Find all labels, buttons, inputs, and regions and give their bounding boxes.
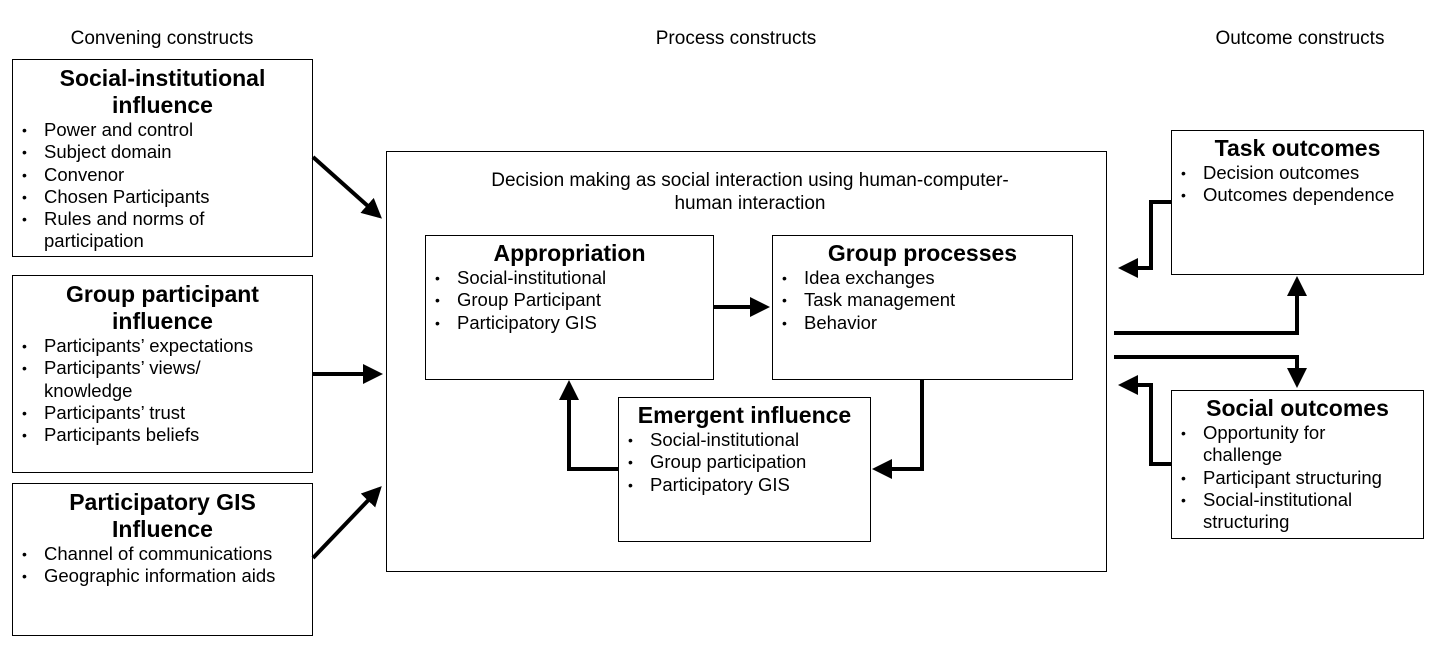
group-processes-list: Idea exchanges Task management Behavior	[773, 267, 1072, 334]
group-participant-influence-list: Participants’ expectations Participants’…	[13, 335, 312, 447]
list-item: Group Participant	[426, 289, 713, 312]
list-item: Channel of communications	[13, 543, 312, 566]
list-item: Outcomes dependence	[1172, 184, 1423, 207]
list-item: Participants beliefs	[13, 424, 312, 447]
list-item: Participatory GIS	[619, 474, 870, 497]
process-box-title: Decision making as social interaction us…	[491, 170, 1009, 214]
list-item: Rules and norms of participation	[13, 208, 234, 253]
social-institutional-influence-box: Social-institutional influence Power and…	[12, 59, 313, 257]
participatory-gis-influence-box: Participatory GIS Influence Channel of c…	[12, 483, 313, 636]
list-item: Opportunity for challenge	[1172, 422, 1353, 467]
list-item: Task management	[773, 289, 1072, 312]
list-item: Participants’ expectations	[13, 335, 312, 358]
task-outcomes-box: Task outcomes Decision outcomes Outcomes…	[1171, 130, 1424, 275]
process-constructs-heading: Process constructs	[655, 28, 817, 49]
list-item: Participatory GIS	[426, 312, 713, 335]
social-outcomes-list: Opportunity for challenge Participant st…	[1172, 422, 1423, 533]
list-item: Decision outcomes	[1172, 162, 1423, 185]
group-participant-influence-box: Group participant influence Participants…	[12, 275, 313, 473]
list-item: Social-institutional	[619, 429, 870, 452]
list-item: Idea exchanges	[773, 267, 1072, 290]
list-item: Power and control	[13, 119, 312, 142]
arrow-emergent-to-appropriation	[559, 380, 618, 471]
convening-constructs-heading: Convening constructs	[70, 28, 254, 49]
social-outcomes-box: Social outcomes Opportunity for challeng…	[1171, 390, 1424, 539]
arrow-process-to-task-outcomes	[1114, 276, 1307, 335]
list-item: Subject domain	[13, 141, 312, 164]
group-processes-box: Group processes Idea exchanges Task mana…	[772, 235, 1073, 380]
list-item: Participants’ trust	[13, 402, 312, 425]
arrow-social-outcomes-to-process	[1118, 375, 1171, 466]
list-item: Convenor	[13, 164, 312, 187]
appropriation-list: Social-institutional Group Participant P…	[426, 267, 713, 334]
list-item: Behavior	[773, 312, 1072, 335]
participatory-gis-influence-list: Channel of communications Geographic inf…	[13, 543, 312, 588]
participatory-gis-influence-title: Participatory GIS Influence	[69, 489, 256, 542]
outcome-constructs-heading: Outcome constructs	[1215, 28, 1385, 49]
list-item: Participant structuring	[1172, 467, 1423, 490]
arrow-task-outcomes-to-process	[1118, 200, 1171, 278]
list-item: Group participation	[619, 451, 870, 474]
task-outcomes-list: Decision outcomes Outcomes dependence	[1172, 162, 1423, 207]
emergent-influence-title: Emergent influence	[637, 402, 852, 428]
group-processes-title: Group processes	[827, 240, 1018, 266]
emergent-influence-list: Social-institutional Group participation…	[619, 429, 870, 496]
task-outcomes-title: Task outcomes	[1214, 135, 1381, 161]
arrow-social-institutional-to-process	[311, 155, 382, 219]
list-item: Social-institutional structuring	[1172, 489, 1393, 534]
social-institutional-influence-title: Social-institutional influence	[59, 65, 266, 118]
appropriation-title: Appropriation	[493, 240, 646, 266]
appropriation-box: Appropriation Social-institutional Group…	[425, 235, 714, 380]
social-institutional-influence-list: Power and control Subject domain Conveno…	[13, 119, 312, 253]
arrow-participatory-gis-to-process	[311, 486, 382, 560]
arrow-group-processes-to-emergent	[872, 380, 924, 479]
group-participant-influence-title: Group participant influence	[66, 281, 259, 334]
social-outcomes-title: Social outcomes	[1206, 395, 1389, 421]
list-item: Geographic information aids	[13, 565, 312, 588]
list-item: Participants’ views/ knowledge	[13, 357, 234, 402]
list-item: Social-institutional	[426, 267, 713, 290]
arrow-process-to-social-outcomes	[1114, 355, 1307, 388]
list-item: Chosen Participants	[13, 186, 312, 209]
emergent-influence-box: Emergent influence Social-institutional …	[618, 397, 871, 542]
